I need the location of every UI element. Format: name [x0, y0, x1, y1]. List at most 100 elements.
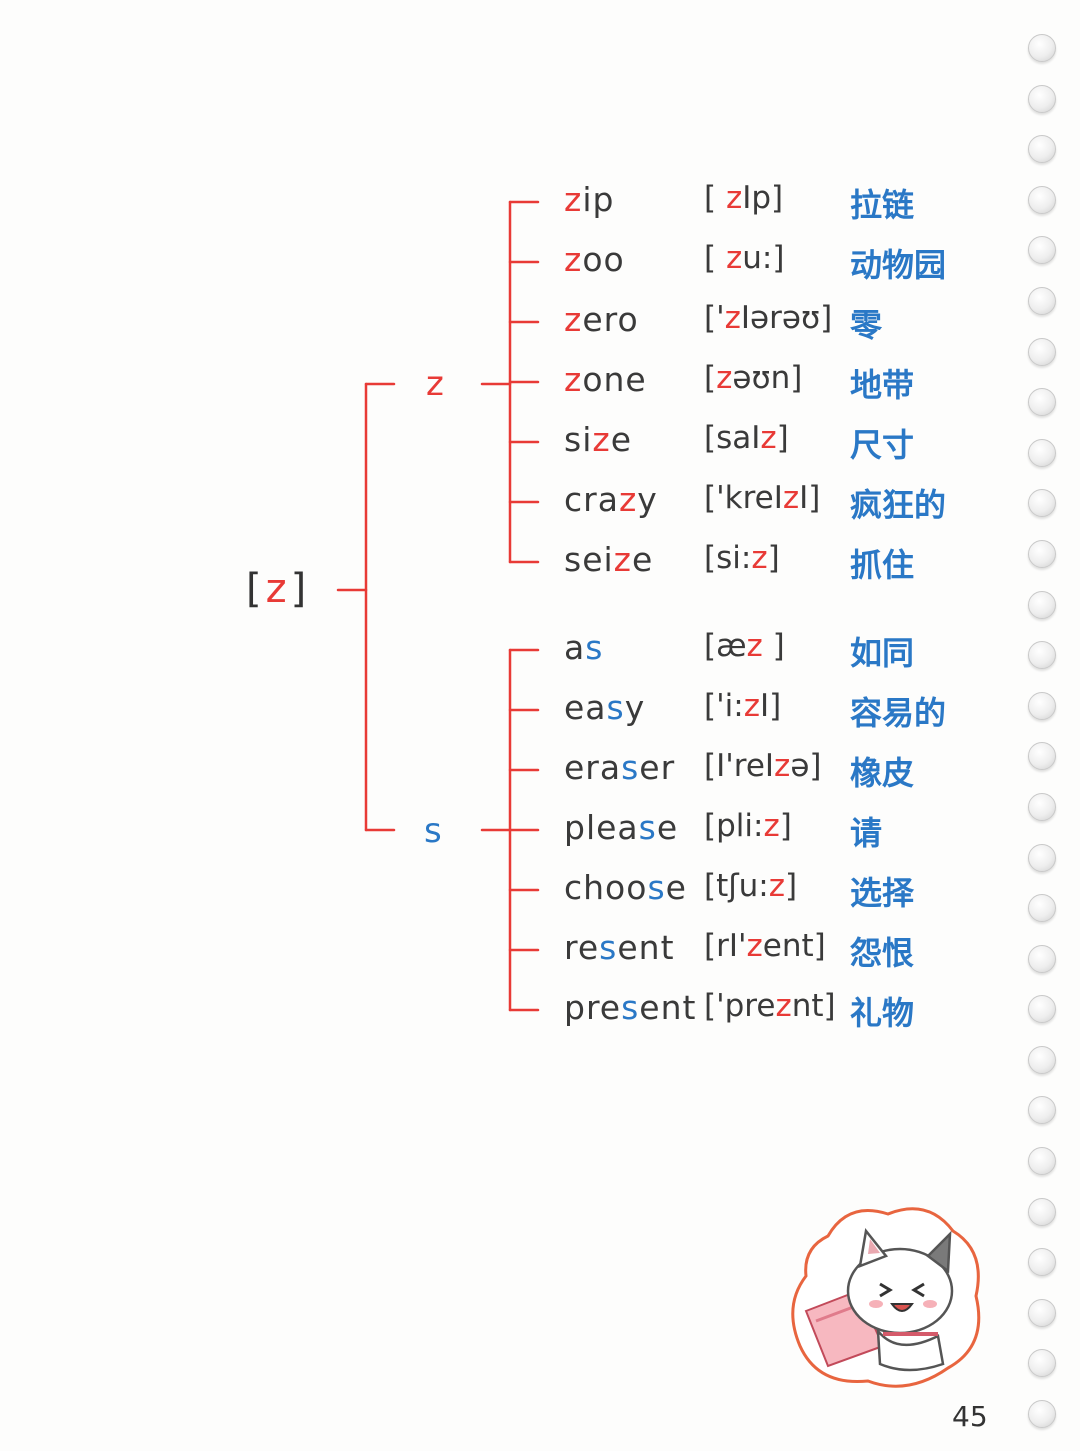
english-word: resent	[564, 928, 675, 967]
word-highlight-letter: s	[599, 928, 617, 967]
english-word: seize	[564, 540, 653, 579]
word-part: ip	[582, 180, 614, 219]
ipa-part: [æ	[704, 628, 747, 664]
ipa-part: [si:	[704, 540, 751, 576]
chinese-meaning: 容易的	[850, 688, 946, 734]
binding-ring	[1028, 34, 1056, 62]
chinese-meaning: 礼物	[850, 988, 914, 1034]
word-part: y	[637, 480, 658, 519]
binding-ring	[1028, 85, 1056, 113]
phonetic-transcription: [ zu:]	[704, 240, 784, 276]
binding-ring	[1028, 692, 1056, 720]
ipa-highlight-symbol: z	[744, 688, 760, 724]
word-highlight-letter: s	[647, 868, 665, 907]
binding-ring	[1028, 1046, 1056, 1074]
ipa-highlight-symbol: z	[751, 540, 767, 576]
chinese-meaning: 怨恨	[850, 928, 914, 974]
ipa-part: [	[704, 360, 716, 396]
chinese-meaning: 选择	[850, 868, 914, 914]
ipa-highlight-symbol: z	[774, 748, 790, 784]
phoneme-root: [z]	[246, 566, 310, 612]
binding-ring	[1028, 641, 1056, 669]
spiral-binding	[1028, 34, 1062, 1451]
english-word: easy	[564, 688, 645, 727]
ipa-part: [tʃu:	[704, 868, 769, 904]
binding-ring	[1028, 338, 1056, 366]
word-part: er	[639, 748, 675, 787]
ipa-part: Iərəʊ]	[741, 300, 832, 336]
ipa-part: [rI'	[704, 928, 747, 964]
word-highlight-letter: s	[585, 628, 603, 667]
phonetic-transcription: [rI'zent]	[704, 928, 826, 964]
phonetic-transcription: [tʃu:z]	[704, 868, 797, 904]
ipa-highlight-symbol: z	[726, 240, 742, 276]
phonetic-transcription: ['i:zI]	[704, 688, 781, 724]
phonetic-transcription: [æz ]	[704, 628, 785, 664]
binding-ring	[1028, 1147, 1056, 1175]
word-part: oo	[582, 240, 624, 279]
word-part: si	[564, 420, 592, 459]
ipa-highlight-symbol: z	[716, 360, 732, 396]
ipa-part: ent]	[763, 928, 826, 964]
chinese-meaning: 请	[850, 808, 882, 854]
word-part: ent	[639, 988, 696, 1027]
binding-ring	[1028, 742, 1056, 770]
word-highlight-letter: s	[607, 688, 625, 727]
ipa-highlight-symbol: z	[783, 480, 799, 516]
chinese-meaning: 疯狂的	[850, 480, 946, 526]
binding-ring	[1028, 540, 1056, 568]
binding-ring	[1028, 793, 1056, 821]
ipa-part: [I'reI	[704, 748, 774, 784]
word-part: sei	[564, 540, 614, 579]
binding-ring	[1028, 945, 1056, 973]
english-word: zip	[564, 180, 614, 219]
binding-ring	[1028, 1400, 1056, 1428]
word-part: a	[564, 628, 585, 667]
binding-ring	[1028, 591, 1056, 619]
phonetic-transcription: ['kreIzI]	[704, 480, 820, 516]
ipa-part: ['kreI	[704, 480, 783, 516]
word-part: re	[564, 928, 599, 967]
binding-ring	[1028, 135, 1056, 163]
ipa-part: ]	[763, 628, 785, 664]
ipa-highlight-symbol: z	[763, 808, 779, 844]
word-part: cra	[564, 480, 619, 519]
word-highlight-letter: z	[564, 360, 582, 399]
english-word: crazy	[564, 480, 658, 519]
ipa-highlight-symbol: z	[747, 928, 763, 964]
ipa-part: nt]	[792, 988, 836, 1024]
phonetic-transcription: [saIz]	[704, 420, 789, 456]
binding-ring	[1028, 388, 1056, 416]
phonetic-transcription: ['preznt]	[704, 988, 836, 1024]
ipa-highlight-symbol: z	[769, 868, 785, 904]
ipa-part: [pli:	[704, 808, 763, 844]
chinese-meaning: 动物园	[850, 240, 946, 286]
english-word: choose	[564, 868, 687, 907]
word-highlight-letter: s	[639, 808, 657, 847]
ipa-part: ['pre	[704, 988, 775, 1024]
phonetic-transcription: [ zIp]	[704, 180, 783, 216]
chinese-meaning: 尺寸	[850, 420, 914, 466]
ipa-part: ]	[780, 808, 792, 844]
ipa-part: I]	[760, 688, 781, 724]
ipa-part: [saI	[704, 420, 760, 456]
word-part: e	[666, 868, 687, 907]
ipa-part: ['i:	[704, 688, 744, 724]
word-part: choo	[564, 868, 647, 907]
chinese-meaning: 橡皮	[850, 748, 914, 794]
word-part: e	[657, 808, 678, 847]
binding-ring	[1028, 1299, 1056, 1327]
ipa-part: ]	[777, 420, 789, 456]
root-symbol: z	[266, 566, 291, 612]
binding-ring	[1028, 236, 1056, 264]
word-highlight-letter: z	[614, 540, 632, 579]
english-word: as	[564, 628, 603, 667]
ipa-part: ]	[768, 540, 780, 576]
root-close-bracket: ]	[291, 566, 311, 612]
ipa-highlight-symbol: z	[747, 628, 763, 664]
page-number: 45	[952, 1400, 988, 1433]
ipa-highlight-symbol: z	[760, 420, 776, 456]
binding-ring	[1028, 439, 1056, 467]
phonetic-transcription: [si:z]	[704, 540, 780, 576]
